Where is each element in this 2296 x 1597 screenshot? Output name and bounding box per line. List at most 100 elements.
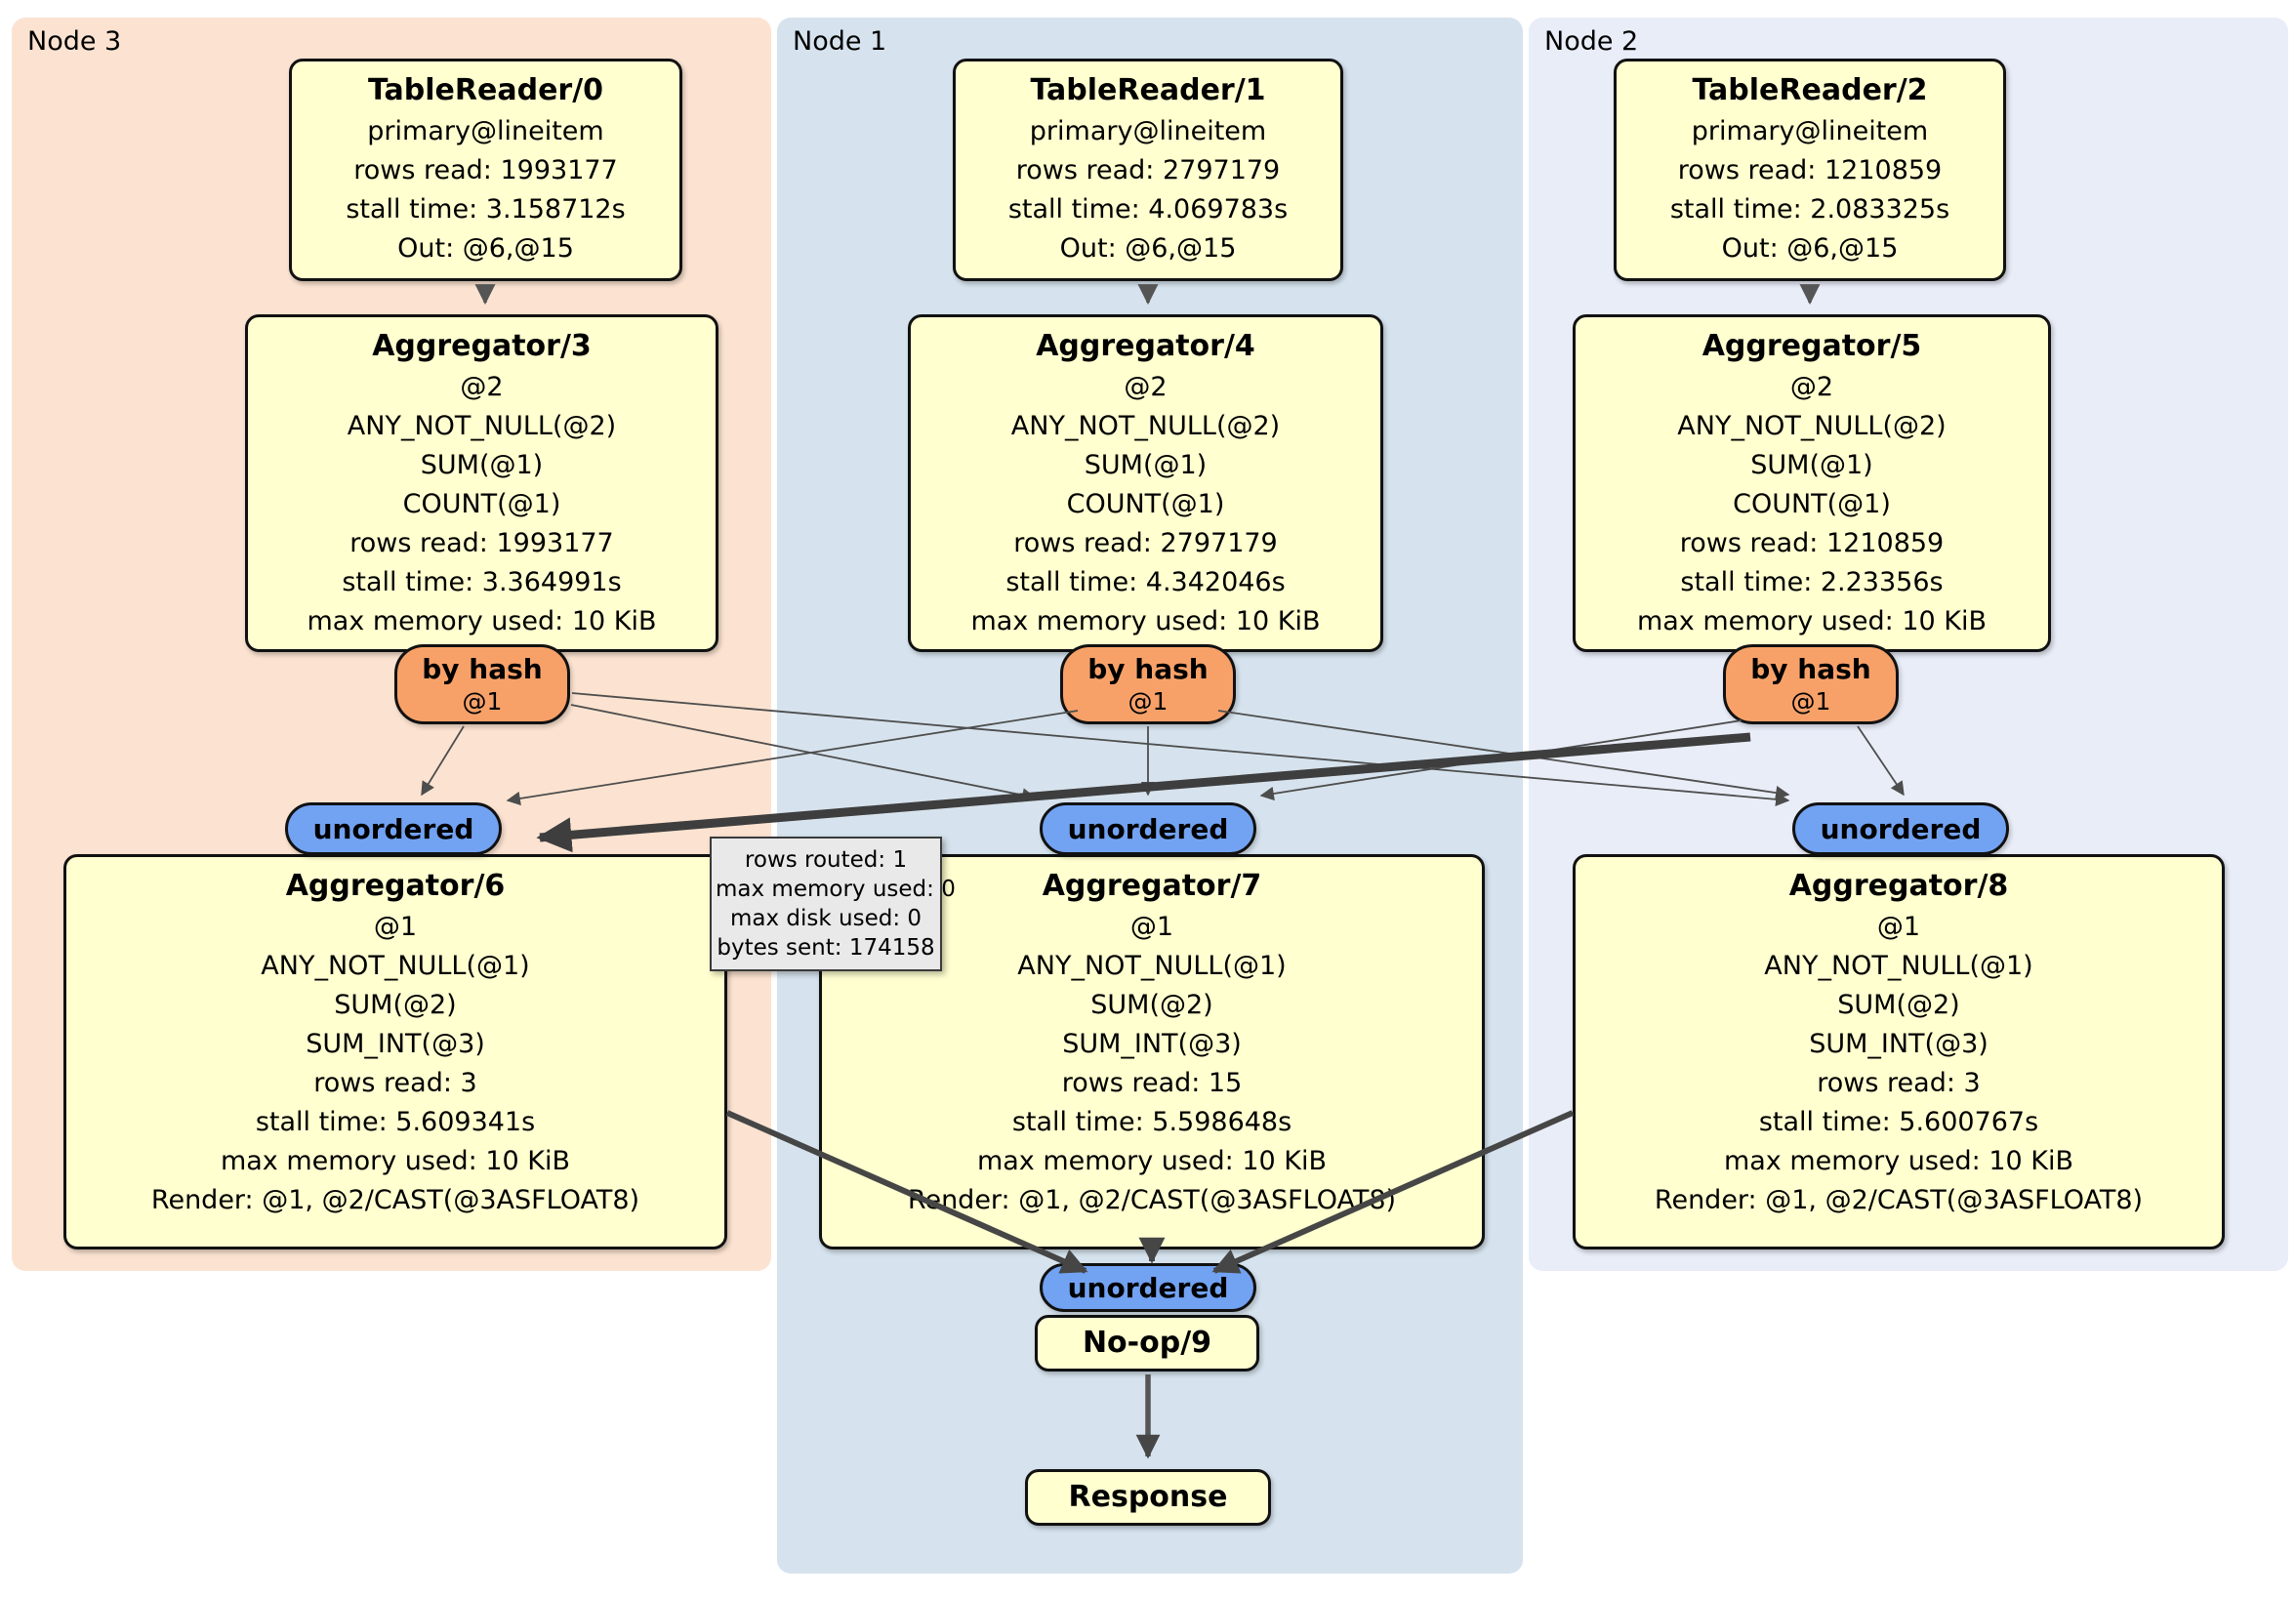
stat-line: SUM(@1) (1750, 450, 1873, 480)
processor-title: Aggregator/5 (1702, 329, 1922, 363)
stat-line: max disk used: 0 (729, 906, 922, 931)
stat-line: ANY_NOT_NULL(@2) (1010, 411, 1281, 441)
stat-line: COUNT(@1) (1733, 489, 1891, 519)
stat-line: COUNT(@1) (1066, 489, 1225, 519)
router-hash-column: @1 (462, 687, 503, 716)
node-label: Node 3 (27, 26, 122, 57)
stat-line: rows read: 2797179 (1013, 528, 1278, 558)
stat-line: rows read: 3 (1817, 1068, 1981, 1098)
stat-line: SUM(@1) (420, 450, 544, 480)
stat-line: bytes sent: 174158 (717, 935, 935, 961)
stat-line: stall time: 4.069783s (1007, 194, 1289, 225)
stat-line: @1 (1876, 912, 1921, 942)
router-label: by hash (1750, 653, 1871, 685)
processor-title: Response (1068, 1480, 1228, 1514)
sync-label: unordered (1820, 812, 1982, 845)
stat-line: stall time: 2.23356s (1680, 567, 1944, 597)
processor-title: TableReader/0 (367, 73, 604, 107)
stat-line: stall time: 5.609341s (255, 1107, 536, 1137)
stat-line: rows read: 1993177 (349, 528, 614, 558)
stat-line: rows read: 15 (1061, 1068, 1243, 1098)
stat-line: ANY_NOT_NULL(@2) (1677, 411, 1947, 441)
stat-line: SUM(@2) (1090, 990, 1213, 1020)
stat-line: @1 (1129, 912, 1174, 942)
stat-line: @2 (460, 372, 504, 402)
stat-line: stall time: 5.600767s (1758, 1107, 2039, 1137)
stat-line: rows read: 1993177 (353, 155, 618, 185)
stat-line: max memory used: 10 KiB (976, 1146, 1328, 1176)
stat-line: max memory used: 10 KiB (1723, 1146, 2074, 1176)
router-by-hash-3[interactable]: by hash @1 (394, 644, 570, 724)
stat-line: @2 (1789, 372, 1834, 402)
stat-line: SUM(@2) (334, 990, 457, 1020)
stat-line: @2 (1124, 372, 1168, 402)
processor-tablereader-2[interactable]: TableReader/2 primary@lineitem rows read:… (1614, 59, 2006, 281)
processor-response[interactable]: Response (1025, 1469, 1271, 1526)
stat-line: rows read: 1210859 (1677, 155, 1943, 185)
sync-unordered-node3[interactable]: unordered (285, 802, 502, 855)
stat-line: primary@lineitem (1029, 116, 1267, 146)
stat-line: SUM(@2) (1837, 990, 1960, 1020)
processor-title: Aggregator/6 (285, 869, 506, 903)
processor-noop-9[interactable]: No-op/9 (1035, 1315, 1259, 1372)
stat-line: @1 (373, 912, 418, 942)
router-hash-column: @1 (1790, 687, 1831, 716)
stat-line: stall time: 2.083325s (1669, 194, 1950, 225)
stat-line: stall time: 3.158712s (346, 194, 626, 225)
router-label: by hash (422, 653, 543, 685)
processor-stats: primary@lineitem rows read: 1210859 stall … (1617, 112, 2003, 268)
processor-title: Aggregator/3 (372, 329, 592, 363)
stat-line: ANY_NOT_NULL(@2) (347, 411, 617, 441)
stat-line: max memory used: 10 KiB (1636, 606, 1988, 636)
router-by-hash-4[interactable]: by hash @1 (1060, 644, 1236, 724)
sync-label: unordered (1067, 812, 1229, 845)
stat-line: rows read: 1210859 (1679, 528, 1945, 558)
stat-line: Render: @1, @2/CAST(@3ASFLOAT8) (150, 1185, 640, 1215)
stat-line: stall time: 4.342046s (1005, 567, 1286, 597)
sync-unordered-final[interactable]: unordered (1040, 1263, 1256, 1312)
router-by-hash-5[interactable]: by hash @1 (1723, 644, 1899, 724)
processor-title: TableReader/2 (1692, 73, 1928, 107)
stat-line: Out: @6,@15 (1721, 233, 1899, 264)
stat-line: ANY_NOT_NULL(@1) (261, 951, 530, 981)
stat-line: primary@lineitem (1691, 116, 1929, 146)
stat-line: Render: @1, @2/CAST(@3ASFLOAT8) (907, 1185, 1397, 1215)
stat-line: ANY_NOT_NULL(@1) (1764, 951, 2033, 981)
processor-title: Aggregator/4 (1036, 329, 1255, 363)
stat-line: Out: @6,@15 (397, 233, 574, 264)
stat-line: rows read: 3 (313, 1068, 477, 1098)
stat-line: stall time: 3.364991s (342, 567, 622, 597)
stat-line: rows routed: 1 (744, 847, 908, 873)
router-hash-column: @1 (1128, 687, 1168, 716)
processor-title: Aggregator/7 (1042, 869, 1262, 903)
processor-title: Aggregator/8 (1788, 869, 2009, 903)
stat-line: SUM_INT(@3) (1062, 1029, 1242, 1059)
stat-line: SUM_INT(@3) (306, 1029, 485, 1059)
processor-title: TableReader/1 (1030, 73, 1266, 107)
sync-unordered-node1[interactable]: unordered (1040, 802, 1256, 855)
processor-title: No-op/9 (1082, 1326, 1212, 1360)
stat-line: SUM_INT(@3) (1809, 1029, 1988, 1059)
stat-line: max memory used: 10 KiB (970, 606, 1321, 636)
sync-unordered-node2[interactable]: unordered (1792, 802, 2009, 855)
router-label: by hash (1087, 653, 1209, 685)
node-label: Node 1 (793, 26, 887, 57)
stat-line: max memory used: 10 KiB (307, 606, 657, 636)
